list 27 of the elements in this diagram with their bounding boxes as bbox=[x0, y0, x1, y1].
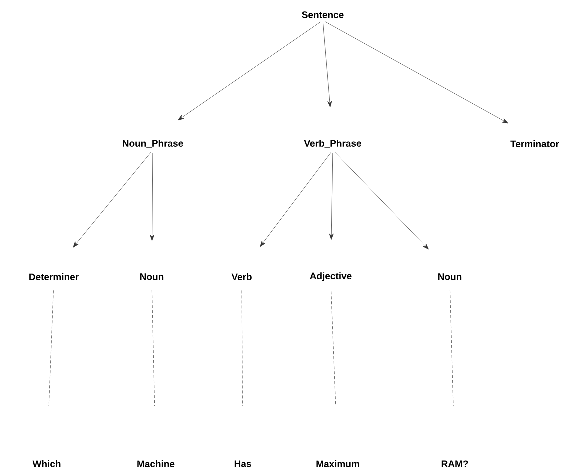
arrow bbox=[325, 22, 508, 124]
tree-label: RAM? bbox=[442, 460, 468, 468]
dashed-line bbox=[242, 290, 243, 407]
tree-label: Adjective bbox=[310, 272, 352, 282]
arrow bbox=[323, 23, 332, 108]
tree-label: Machine bbox=[138, 460, 175, 468]
tree-label: Has bbox=[234, 460, 252, 468]
arrow bbox=[334, 152, 429, 250]
arrow bbox=[329, 153, 334, 240]
arrow bbox=[178, 22, 321, 121]
tree-label: Maximum bbox=[316, 460, 360, 468]
tree-label: Verb_Phrase bbox=[304, 140, 362, 148]
arrow bbox=[73, 152, 152, 248]
tree-label: Which bbox=[32, 460, 61, 468]
dashed-line bbox=[48, 290, 54, 407]
tree-label: Noun_Phrase bbox=[123, 140, 184, 148]
tree-label: Terminator bbox=[510, 140, 560, 148]
tree-label: Noun bbox=[140, 274, 164, 280]
dashed-line bbox=[450, 290, 454, 407]
tree-label: Verb bbox=[232, 274, 252, 280]
tree-label: Sentence bbox=[302, 12, 344, 18]
dashed-line bbox=[152, 290, 156, 407]
arrow bbox=[260, 152, 332, 248]
tree-label: Noun bbox=[438, 274, 462, 280]
tree-label: Determiner bbox=[30, 274, 79, 280]
arrow bbox=[150, 153, 155, 242]
dashed-line bbox=[331, 291, 336, 407]
